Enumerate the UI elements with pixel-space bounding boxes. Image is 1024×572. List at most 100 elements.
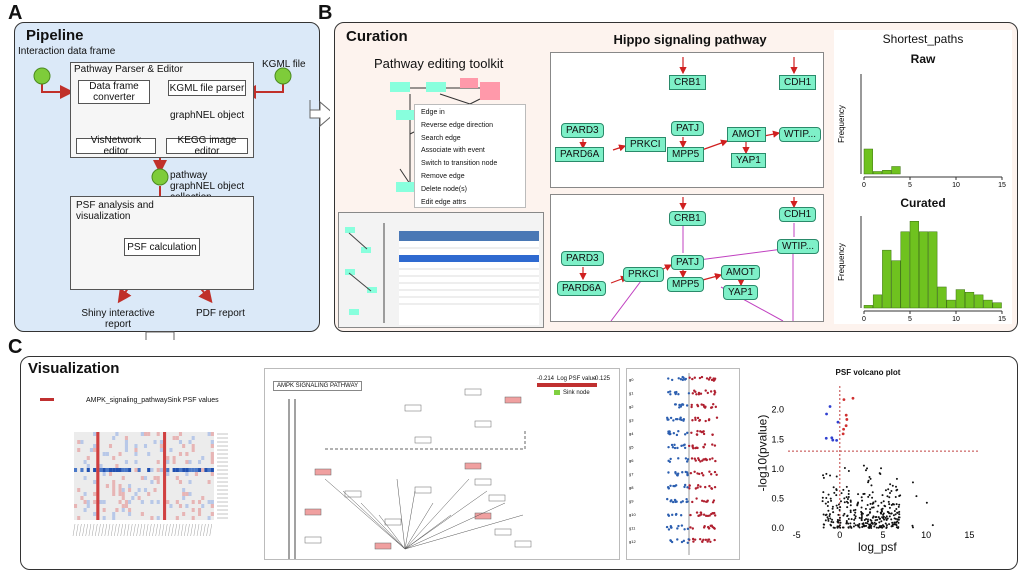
menu-item[interactable]: Remove edge — [421, 172, 465, 180]
dot — [707, 527, 711, 530]
heatmap-cell — [175, 500, 179, 504]
dot — [678, 403, 681, 407]
volcano-point — [849, 509, 852, 512]
menu-item[interactable]: Switch to transition node — [421, 160, 498, 168]
heatmap-cell — [134, 516, 138, 520]
heatmap-cell — [128, 452, 132, 456]
pathway-node — [474, 420, 492, 428]
heatmap-cell — [172, 476, 176, 480]
dot — [704, 419, 707, 423]
volcano-point — [874, 519, 877, 522]
heatmap-cell — [198, 440, 202, 444]
node-pard3-curated: PARD3 — [561, 251, 604, 266]
x-tick-label: 5 — [908, 182, 912, 189]
dot — [674, 500, 677, 504]
heatmap-cell — [191, 456, 195, 460]
heatmap-cell — [124, 480, 129, 484]
volcano-point — [846, 515, 849, 518]
dot — [712, 379, 716, 382]
heatmap-cell — [93, 456, 97, 460]
volcano-point — [839, 506, 842, 509]
heatmap-cell — [201, 468, 205, 472]
volcano-point — [888, 506, 891, 509]
heatmap-cell — [108, 508, 113, 512]
dot — [691, 537, 695, 541]
heatmap-cell — [108, 460, 113, 464]
heatmap-cell — [128, 448, 132, 452]
volcano-point — [852, 525, 855, 528]
dot — [668, 390, 672, 393]
heatmap-cell — [131, 512, 135, 516]
heatmap-cell — [86, 504, 90, 508]
col-label-tick — [133, 523, 136, 537]
heatmap-cell — [86, 444, 90, 448]
heatmap-cell — [128, 480, 132, 484]
heatmap-cell — [89, 484, 94, 488]
heatmap-cell — [121, 512, 125, 516]
dot — [703, 443, 707, 446]
menu-item[interactable]: Edge in — [421, 109, 445, 116]
volcano-point — [838, 509, 841, 512]
dot — [671, 446, 675, 449]
heatmap-cell — [86, 432, 90, 436]
volcano-point — [843, 467, 846, 470]
kgml-file-label: KGML file — [262, 59, 306, 70]
significant-point — [845, 418, 849, 421]
heatmap-cell — [105, 492, 109, 496]
heatmap-cell — [96, 504, 100, 508]
heatmap-cell — [86, 500, 90, 504]
heatmap-cell — [74, 512, 78, 516]
x-tick-label: 5 — [908, 316, 912, 323]
heatmap-cell — [198, 476, 202, 480]
menu-item[interactable]: Edit edge attrs — [421, 198, 467, 206]
heatmap-cell — [140, 448, 144, 452]
heatmap-cell — [182, 484, 186, 488]
node-amot: AMOT — [727, 127, 766, 142]
dot — [686, 541, 689, 544]
heatmap-cell — [191, 476, 195, 480]
col-label-tick — [171, 523, 174, 537]
heatmap-cell — [163, 440, 167, 444]
heatmap-cell — [77, 464, 81, 468]
dot — [677, 393, 680, 396]
menu-item[interactable]: Reverse edge direction — [421, 121, 493, 129]
heatmap-cell — [169, 508, 173, 512]
dot — [677, 430, 680, 433]
heatmap-cell — [204, 432, 208, 436]
menu-item[interactable]: Search edge — [421, 134, 461, 142]
heatmap-cell — [108, 476, 113, 480]
heatmap-cell — [198, 504, 202, 508]
heatmap-cell — [175, 448, 179, 452]
heatmap-cell — [134, 472, 138, 476]
heatmap-cell — [102, 440, 106, 444]
heatmap-cell — [178, 492, 183, 496]
menu-item[interactable]: Associate with event — [421, 147, 485, 155]
dot — [712, 402, 715, 406]
volcano-point — [882, 513, 885, 516]
heatmap-cell — [182, 480, 186, 484]
dot — [700, 472, 704, 475]
heatmap-cell — [108, 492, 113, 496]
heatmap-cell — [178, 496, 183, 500]
heatmap-cell — [102, 432, 106, 436]
volcano-point — [847, 522, 850, 525]
volcano-point — [830, 524, 833, 527]
row-label: g2 — [629, 404, 634, 409]
volcano-point — [880, 512, 883, 515]
menu-item[interactable]: Delete node(s) — [421, 185, 467, 193]
heatmap-cell — [166, 444, 170, 448]
volcano-point — [830, 520, 833, 523]
heatmap-cell — [201, 460, 205, 464]
heatmap-cell — [201, 432, 205, 436]
heatmap-cell — [140, 456, 144, 460]
volcano-point — [856, 524, 859, 527]
heatmap-cell — [134, 492, 138, 496]
heatmap-cell — [112, 436, 116, 440]
dot — [702, 474, 705, 477]
heatmap-cell — [74, 460, 78, 464]
volcano-point — [828, 514, 831, 517]
heatmap-cell — [159, 508, 164, 512]
volcano-point — [837, 525, 840, 528]
heatmap-cell — [207, 512, 211, 516]
heatmap-cell — [150, 440, 154, 444]
